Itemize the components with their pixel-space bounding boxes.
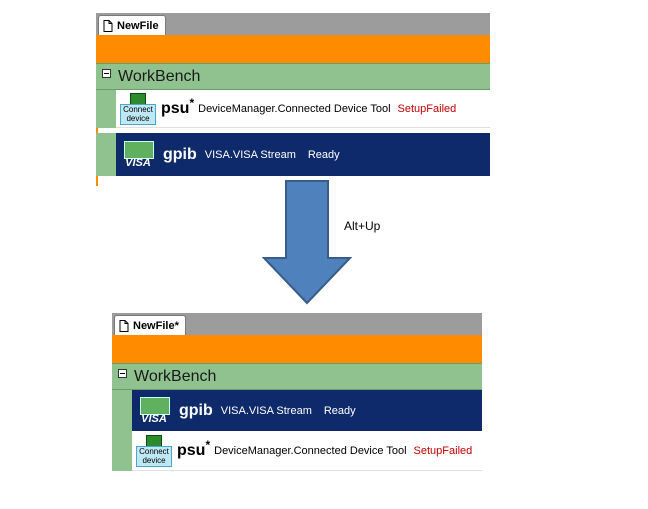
device-row-psu[interactable]: Connect device psu * DeviceManager.Conne… <box>112 431 482 471</box>
orange-toolbar <box>96 35 490 63</box>
tab-label: NewFile* <box>133 319 179 332</box>
tab-newfile[interactable]: NewFile <box>98 15 166 35</box>
row-gutter <box>112 431 132 471</box>
tab-newfile-modified[interactable]: NewFile* <box>114 315 186 335</box>
workbench-panel-before: NewFile WorkBench Connect device psu * D… <box>96 13 490 186</box>
connect-device-icon: Connect device <box>120 92 156 125</box>
device-type: VISA.VISA Stream <box>204 148 296 161</box>
group-row-workbench[interactable]: WorkBench <box>96 63 490 90</box>
group-row-workbench[interactable]: WorkBench <box>112 363 482 390</box>
orange-toolbar <box>112 335 482 363</box>
workbench-panel-after: NewFile* WorkBench VISA gpib VISA.VISA S… <box>112 313 482 485</box>
device-type: DeviceManager.Connected Device Tool <box>198 102 391 115</box>
modified-mark: * <box>205 437 211 452</box>
tab-label: NewFile <box>117 19 159 32</box>
tab-bar: NewFile <box>96 13 490 35</box>
device-name: psu <box>161 99 190 117</box>
visa-icon: VISA <box>136 395 172 427</box>
hotkey-label: Alt+Up <box>344 219 381 233</box>
device-name: gpib <box>163 145 197 163</box>
device-row-gpib[interactable]: VISA gpib VISA.VISA Stream Ready <box>112 390 482 431</box>
collapse-icon[interactable] <box>102 69 111 78</box>
tab-bar: NewFile* <box>112 313 482 335</box>
row-gutter <box>96 90 116 128</box>
device-status: Ready <box>307 148 340 161</box>
device-status: Ready <box>323 404 356 417</box>
visa-icon: VISA <box>120 139 156 171</box>
device-row-psu[interactable]: Connect device psu * DeviceManager.Conne… <box>96 90 490 128</box>
document-icon <box>103 19 113 32</box>
row-gutter <box>96 133 116 176</box>
modified-mark: * <box>189 95 195 110</box>
device-type: DeviceManager.Connected Device Tool <box>214 444 407 457</box>
down-arrow-icon <box>262 180 352 305</box>
device-name: gpib <box>179 401 213 419</box>
device-status: SetupFailed <box>397 102 457 115</box>
group-label: WorkBench <box>118 68 201 85</box>
device-name: psu <box>177 441 206 459</box>
collapse-icon[interactable] <box>118 369 127 378</box>
document-icon <box>119 319 129 332</box>
row-gutter <box>112 390 132 431</box>
device-status: SetupFailed <box>413 444 473 457</box>
device-type: VISA.VISA Stream <box>220 404 312 417</box>
connect-device-icon: Connect device <box>136 434 172 467</box>
device-row-gpib[interactable]: VISA gpib VISA.VISA Stream Ready <box>96 133 490 176</box>
group-label: WorkBench <box>134 368 217 385</box>
